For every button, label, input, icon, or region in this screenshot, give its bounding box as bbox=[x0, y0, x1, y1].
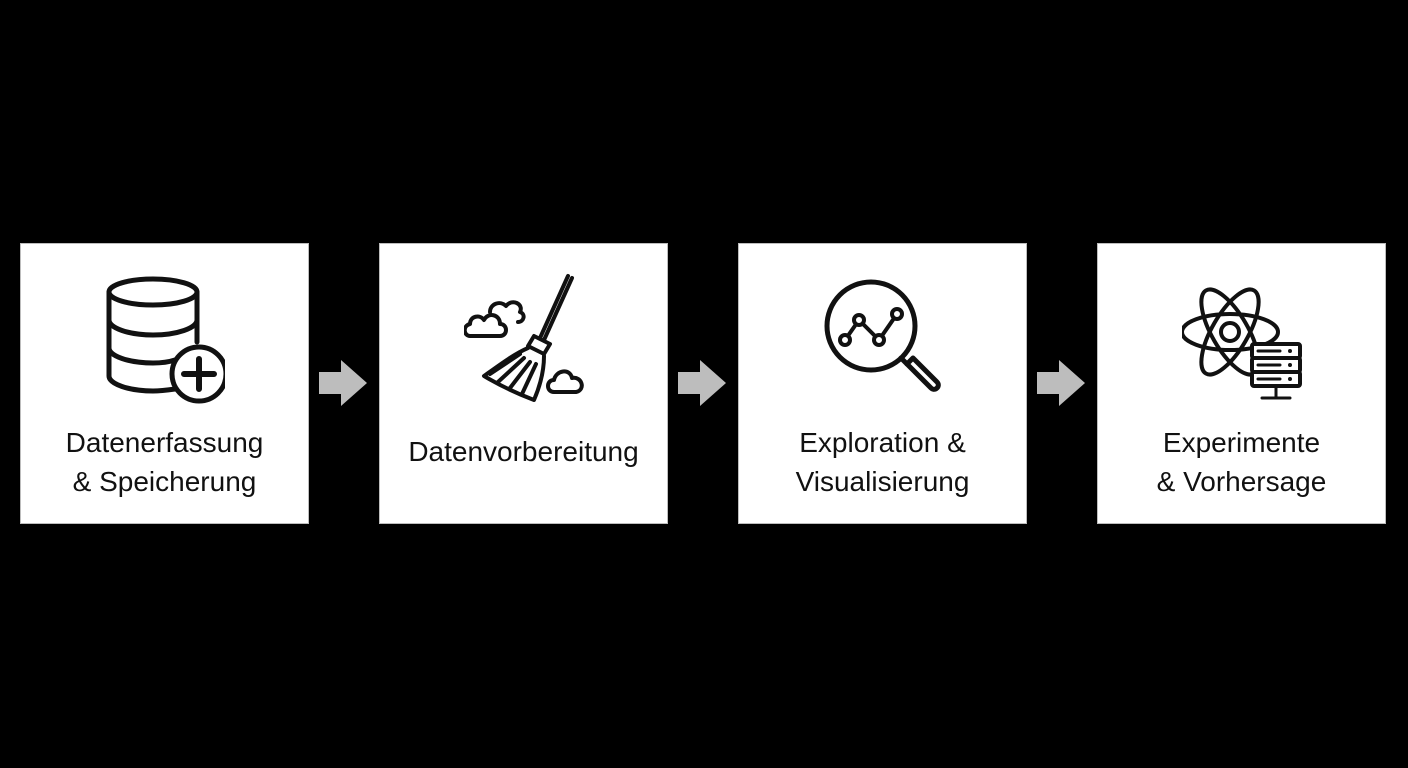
database-plus-icon bbox=[105, 270, 225, 410]
step-label-line2: & Speicherung bbox=[72, 466, 257, 497]
step-box-experiments: Experimente & Vorhersage bbox=[1097, 243, 1386, 524]
step-box-data-collection: Datenerfassung & Speicherung bbox=[20, 243, 309, 524]
flow-arrow bbox=[678, 358, 728, 408]
step-label-line1: Experimente bbox=[1162, 427, 1321, 458]
step-label-line1: Datenvorbereitung bbox=[408, 436, 639, 467]
step-box-data-preparation: Datenvorbereitung bbox=[379, 243, 668, 524]
flow-arrow bbox=[319, 358, 369, 408]
step-label-line1: Exploration & bbox=[799, 427, 966, 458]
step-label-line2: Visualisierung bbox=[795, 466, 970, 497]
flow-arrow bbox=[1037, 358, 1087, 408]
step-label-line2: & Vorhersage bbox=[1156, 466, 1327, 497]
step-label-line1: Datenerfassung bbox=[65, 427, 264, 458]
broom-clouds-icon bbox=[464, 270, 584, 410]
atom-server-icon bbox=[1182, 270, 1302, 410]
step-box-exploration: Exploration & Visualisierung bbox=[738, 243, 1027, 524]
magnifier-chart-icon bbox=[823, 270, 943, 410]
